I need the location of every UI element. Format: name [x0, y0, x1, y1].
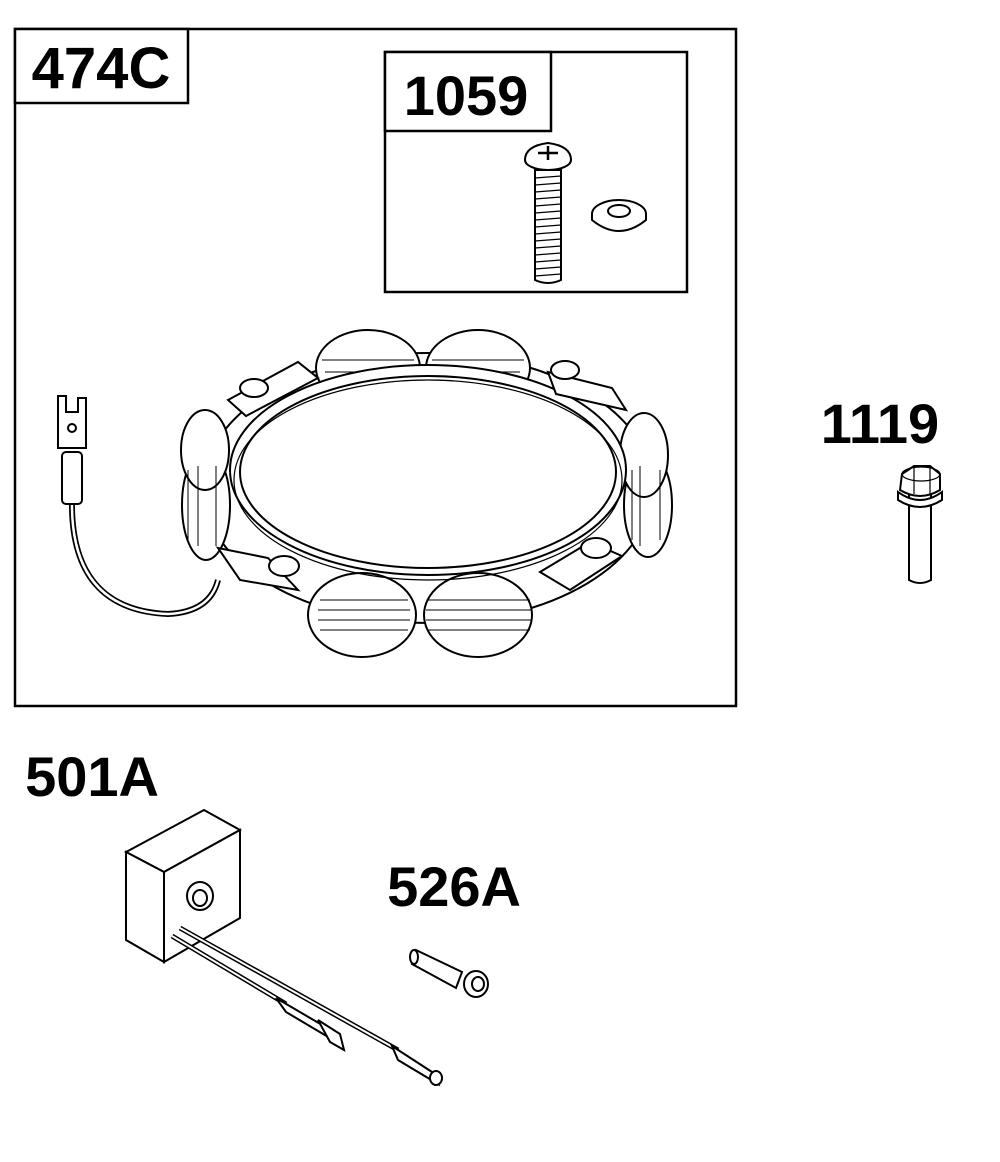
- screw-kit-part-number: 1059: [404, 64, 529, 127]
- washer-icon: [591, 199, 647, 232]
- stator-kit-box: [13, 27, 738, 708]
- pin-screw-icon: [409, 948, 489, 998]
- wire-connector-icon: [57, 395, 221, 618]
- armature-module-icon: [123, 808, 243, 964]
- screw-icon: [524, 141, 572, 284]
- stator-part-number: 474C: [32, 36, 171, 101]
- bolt-part-number: 1119: [821, 392, 939, 455]
- stator-label-box: [13, 27, 190, 105]
- module-part-number: 501A: [25, 745, 159, 808]
- screw-kit-label-box: [383, 50, 553, 133]
- stator-icon: [180, 329, 673, 658]
- module-wire-icon: [170, 925, 443, 1087]
- module-screw-part-number: 526A: [387, 855, 521, 918]
- bolt-icon: [897, 465, 943, 584]
